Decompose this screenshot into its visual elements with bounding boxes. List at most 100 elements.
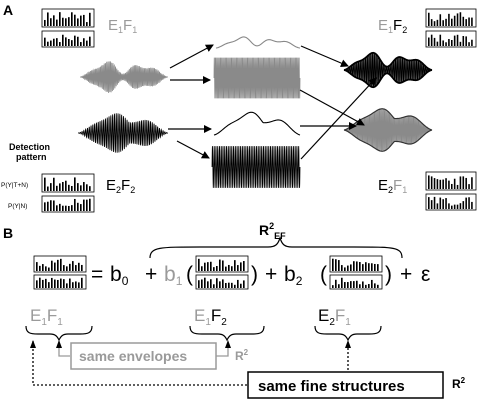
waveform-e2f1: [343, 108, 433, 152]
pattern-bar: [428, 175, 430, 189]
pattern-bar: [47, 12, 49, 26]
carrier-trace: [211, 146, 301, 188]
pattern-bar: [356, 261, 358, 271]
pattern-bar: [75, 281, 77, 288]
pattern-bar: [77, 36, 79, 46]
pattern-bar: [465, 177, 467, 189]
pattern-bar: [459, 12, 462, 26]
pattern-bar: [48, 282, 50, 288]
pattern-bar: [433, 196, 436, 209]
waveform-trace: [343, 52, 433, 88]
pattern-bar: [448, 203, 450, 209]
pattern-bar: [71, 185, 73, 191]
pattern-bar: [59, 42, 61, 46]
pattern-bar: [198, 258, 200, 271]
pattern-bar: [468, 17, 470, 26]
pattern-bar: [74, 177, 76, 191]
pattern-bar: [430, 19, 433, 26]
pattern-box-e2f1-bottom: [425, 193, 477, 211]
waveform-trace: [79, 61, 169, 93]
eq-equals: =: [91, 263, 103, 286]
pattern-bar: [442, 179, 444, 189]
pattern-bar: [201, 266, 203, 271]
pattern-bar: [338, 260, 340, 271]
pattern-bar: [44, 37, 46, 46]
pattern-bar: [89, 36, 91, 46]
pattern-bar: [243, 261, 245, 271]
pattern-bar: [53, 15, 55, 26]
pattern-bar: [359, 284, 361, 288]
envelope-arrow-left: [56, 340, 62, 348]
pattern-bar: [237, 279, 239, 288]
pattern-bar: [53, 177, 55, 191]
pattern-bar: [77, 202, 79, 211]
pattern-box-det-top: [41, 173, 95, 193]
pattern-bar: [81, 264, 83, 271]
pattern-bar: [57, 279, 59, 288]
pattern-bar: [62, 205, 64, 211]
pattern-bar: [69, 278, 71, 288]
envelope-outline: [343, 51, 433, 71]
pattern-bar: [433, 37, 436, 46]
pattern-bar: [54, 279, 56, 288]
pattern-bar: [60, 278, 62, 288]
pattern-bar: [430, 34, 433, 46]
envelope-e2: [213, 111, 301, 136]
pattern-bar: [344, 267, 346, 271]
pattern-bar: [459, 203, 462, 209]
eq-open1: (: [186, 263, 193, 286]
pattern-bar: [433, 178, 436, 189]
waveform-e1f1: [79, 61, 169, 93]
pattern-bar: [439, 34, 442, 46]
pattern-bar: [60, 258, 62, 271]
pattern-bar: [228, 264, 230, 271]
same-envelopes-label: same envelopes: [79, 348, 187, 364]
pattern-bar: [341, 277, 343, 288]
detection-row1-label: P(Y|T+N): [1, 182, 28, 189]
pattern-bar: [47, 186, 49, 191]
pattern-bar: [83, 182, 85, 191]
pattern-bar: [462, 176, 465, 189]
pattern-bar: [374, 263, 376, 271]
pattern-bar: [53, 38, 55, 46]
pattern-bar: [219, 281, 221, 288]
eq-b1: b1: [164, 263, 183, 288]
detection-title-2: pattern: [16, 152, 47, 162]
pattern-bar: [86, 22, 88, 26]
pattern-bar: [371, 263, 373, 271]
pattern-bar: [204, 262, 206, 271]
pattern-bar: [74, 198, 76, 211]
pattern-bar: [371, 279, 373, 288]
waveform-trace: [77, 113, 169, 153]
eq-open2: (: [320, 263, 327, 286]
pattern-bar: [468, 184, 470, 189]
pattern-bar: [50, 183, 52, 191]
pattern-bar: [439, 197, 442, 209]
eq-plus3: +: [400, 263, 412, 286]
pattern-bar: [471, 177, 473, 189]
pattern-bar: [471, 201, 473, 209]
pattern-bar: [448, 39, 450, 46]
pattern-bar: [428, 12, 430, 26]
pattern-bar: [44, 177, 46, 191]
pattern-bar: [210, 279, 212, 288]
pattern-bar: [89, 12, 91, 26]
arrow-e2f2-to-fine: [176, 140, 210, 159]
pattern-bar: [65, 205, 67, 211]
pattern-bar: [332, 285, 334, 288]
pattern-bar: [456, 204, 459, 209]
pattern-bar: [68, 17, 70, 26]
pattern-bar: [430, 200, 433, 209]
pattern-box-e1f2-top: [425, 8, 477, 28]
pattern-bar: [204, 277, 206, 288]
pattern-bar: [222, 279, 224, 288]
pattern-bar: [59, 183, 61, 191]
pattern-bar: [80, 42, 82, 46]
pattern-bar: [56, 19, 58, 26]
b-label-e1f1: E1F1: [30, 306, 63, 328]
pattern-bar: [335, 259, 337, 271]
eq-b0: b0: [110, 263, 129, 288]
pattern-bar: [362, 281, 364, 288]
pattern-bar: [80, 204, 82, 211]
pattern-bar: [353, 281, 355, 288]
